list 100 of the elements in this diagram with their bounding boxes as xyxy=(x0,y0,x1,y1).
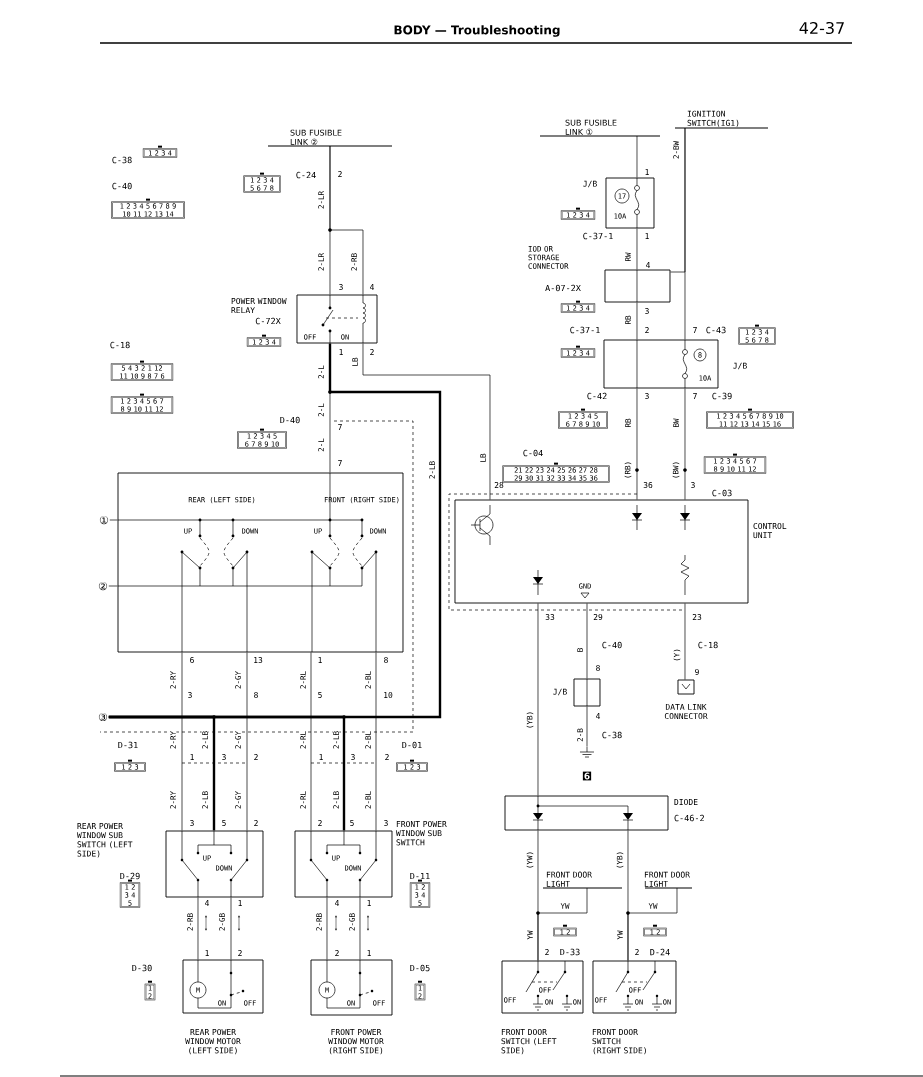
pin-number: 2 xyxy=(335,950,339,956)
pin-number: 5 xyxy=(318,692,322,698)
wire xyxy=(586,706,588,747)
pin-number: 9 xyxy=(695,669,699,676)
connector-label: D-33 xyxy=(560,948,580,956)
node-label: CONTROL UNIT xyxy=(753,522,787,539)
pin-number: 1 xyxy=(205,950,209,956)
pin-number: 28 xyxy=(494,482,504,489)
ground-badge: 6 xyxy=(582,771,592,781)
wire xyxy=(329,145,364,295)
connector-label: D-29 xyxy=(120,872,140,880)
pin-number: 7 xyxy=(693,327,697,333)
wire xyxy=(108,585,118,587)
wire xyxy=(362,343,491,500)
wire xyxy=(636,388,638,500)
wire xyxy=(108,715,346,831)
pin-number: 6 xyxy=(190,657,194,664)
pin-number: 36 xyxy=(643,482,653,489)
wire xyxy=(636,135,638,178)
pin-number: 1 xyxy=(367,950,371,956)
pin-number: 7 xyxy=(693,393,697,399)
connector-label: C-37-1 xyxy=(583,232,613,240)
connector-label: D-24 xyxy=(650,948,670,956)
wire xyxy=(537,887,588,961)
pin-number: 2 xyxy=(318,820,322,826)
pin-number: 1 xyxy=(645,233,649,239)
connector-label: C-38 xyxy=(112,156,132,164)
pin-number: 23 xyxy=(692,614,702,621)
wire xyxy=(230,897,232,960)
pin-number: 5 xyxy=(222,820,226,826)
connector-label: D-11 xyxy=(410,872,430,880)
pin-number: 13 xyxy=(254,657,263,664)
wire xyxy=(310,652,312,831)
wire xyxy=(326,897,328,960)
connector-label: C-46-2 xyxy=(674,814,704,822)
data-link-connector: DATA LINK CONNECTOR xyxy=(664,679,708,720)
fusible-link-label: SUB FUSIBLE LINK ① xyxy=(539,119,661,137)
wire xyxy=(109,519,118,521)
wire xyxy=(684,388,686,500)
wire xyxy=(359,897,361,960)
pin-number: 4 xyxy=(205,900,210,906)
door-light-label: FRONT DOOR LIGHT xyxy=(644,871,693,889)
connector-label: C-18 xyxy=(110,341,130,349)
pin-number: 3 xyxy=(190,820,194,827)
page-title: BODY — Troubleshooting xyxy=(394,25,560,37)
circled-number: ③ xyxy=(98,712,108,722)
pin-number: 2 xyxy=(385,754,389,760)
node-label: DATA LINK CONNECTOR xyxy=(664,703,708,720)
connector-label: D-05 xyxy=(410,964,430,972)
pin-number: 2 xyxy=(635,949,639,955)
circled-number: ① xyxy=(99,515,109,525)
wire xyxy=(181,652,183,831)
connector-label: D-01 xyxy=(402,741,422,749)
wire xyxy=(375,652,377,831)
pin-number: 1 xyxy=(238,900,242,906)
wire xyxy=(246,652,248,831)
pin-number: 3 xyxy=(188,692,192,699)
pin-number: 1 xyxy=(367,900,371,906)
pin-number: 3 xyxy=(645,308,649,315)
connector-label: D-30 xyxy=(132,964,152,972)
connector-label: C-42 xyxy=(587,392,607,400)
pin-number: 7 xyxy=(338,460,342,466)
pin-number: 3 xyxy=(351,754,355,761)
pin-number: 2 xyxy=(370,349,374,355)
pin-number: 3 xyxy=(645,393,649,400)
connector-label: C-40 xyxy=(602,641,622,649)
pin-number: 4 xyxy=(370,284,375,290)
connector-label: C-38 xyxy=(602,731,622,739)
wire xyxy=(627,887,678,961)
pin-number: 2 xyxy=(338,171,342,177)
connector-label: D-31 xyxy=(118,741,138,749)
pin-number: 8 xyxy=(384,657,388,664)
pin-number: 1 xyxy=(645,169,649,175)
connector-label: C-04 xyxy=(523,449,543,457)
connector-label: C-18 xyxy=(698,641,718,649)
fusible-link-label: SUB FUSIBLE LINK ② xyxy=(267,129,393,147)
connector-label: C-39 xyxy=(712,392,732,400)
pin-number: 1 xyxy=(190,754,194,760)
connector-label: A-07-2X xyxy=(545,284,581,292)
pin-number: 33 xyxy=(545,614,555,621)
ignition-switch-label: IGNITION SWITCH(IG1) xyxy=(674,110,769,129)
pin-number: 4 xyxy=(335,900,340,906)
wire xyxy=(636,302,638,340)
pin-number: 7 xyxy=(338,424,342,430)
wire xyxy=(586,603,588,679)
pin-number: 2 xyxy=(545,949,549,955)
wire xyxy=(670,127,686,273)
node-label: J/B xyxy=(583,180,597,188)
wire xyxy=(636,228,638,270)
pin-number: 29 xyxy=(593,614,603,621)
pin-number: 10 xyxy=(384,692,393,699)
circled-number: ② xyxy=(98,581,108,591)
wire xyxy=(537,603,539,796)
pin-number: 3 xyxy=(222,754,226,761)
node-label: J/B xyxy=(553,688,567,696)
wire xyxy=(684,603,686,680)
pin-number: 2 xyxy=(645,327,649,333)
connector-label: C-43 xyxy=(706,326,726,334)
pin-number: 3 xyxy=(384,820,388,827)
pin-number: 2 xyxy=(238,950,242,956)
